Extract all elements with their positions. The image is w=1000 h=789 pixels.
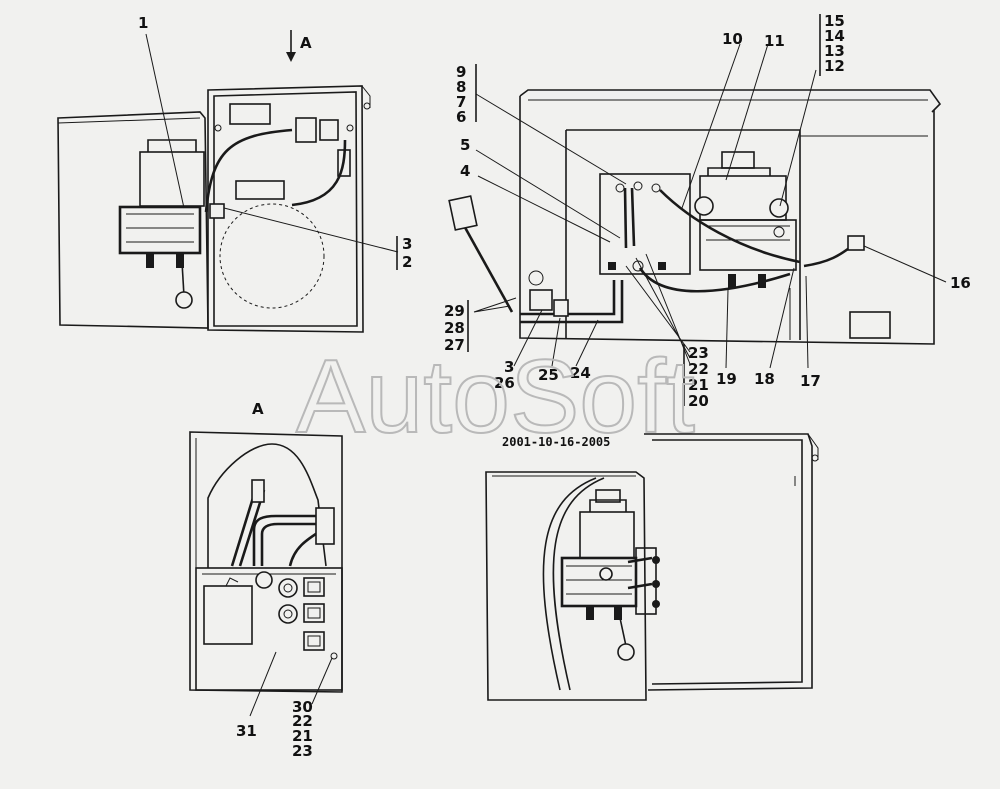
- callout-11: 11: [764, 32, 785, 50]
- callout-25: 25: [538, 366, 559, 384]
- callout-22-top: 22: [688, 360, 709, 378]
- callout-29: 29: [444, 302, 465, 320]
- callout-26: 26: [494, 374, 515, 392]
- date-stamp: 2001-10-16-2005: [502, 435, 610, 449]
- watermark: AutoSoft: [296, 339, 695, 455]
- view-a: [189, 431, 343, 717]
- callout-12: 12: [824, 57, 845, 75]
- callout-21-top: 21: [688, 376, 709, 394]
- callout-23-top: 23: [688, 344, 709, 362]
- callout-31: 31: [236, 722, 257, 740]
- callout-22-bottom: 22: [292, 712, 313, 730]
- callout-9: 9: [456, 63, 466, 81]
- callout-13: 13: [824, 42, 845, 60]
- callout-15: 15: [824, 12, 845, 30]
- callout-28: 28: [444, 319, 465, 337]
- view-a-title: A: [252, 400, 264, 418]
- view-top-left: [57, 30, 399, 333]
- callout-27: 27: [444, 336, 465, 354]
- callout-3-top: 3: [402, 235, 412, 253]
- callout-16: 16: [950, 274, 971, 292]
- callout-2: 2: [402, 253, 412, 271]
- callout-21-bottom: 21: [292, 727, 313, 745]
- callout-10: 10: [722, 30, 743, 48]
- callout-5: 5: [460, 136, 470, 154]
- callout-18: 18: [754, 370, 775, 388]
- callout-17: 17: [800, 372, 821, 390]
- callout-30: 30: [292, 698, 313, 716]
- callout-4: 4: [460, 162, 470, 180]
- callout-20: 20: [688, 392, 709, 410]
- callout-23-bottom: 23: [292, 742, 313, 760]
- callout-19: 19: [716, 370, 737, 388]
- callout-3-mid: 3: [504, 358, 514, 376]
- callout-14: 14: [824, 27, 845, 45]
- callout-8: 8: [456, 78, 466, 96]
- view-bottom-right: [485, 433, 819, 701]
- view-top-right: [448, 43, 947, 369]
- callout-7: 7: [456, 93, 466, 111]
- callout-1: 1: [138, 14, 148, 32]
- callout-24: 24: [570, 364, 591, 382]
- view-a-arrow-label: A: [300, 34, 312, 52]
- callout-6: 6: [456, 108, 466, 126]
